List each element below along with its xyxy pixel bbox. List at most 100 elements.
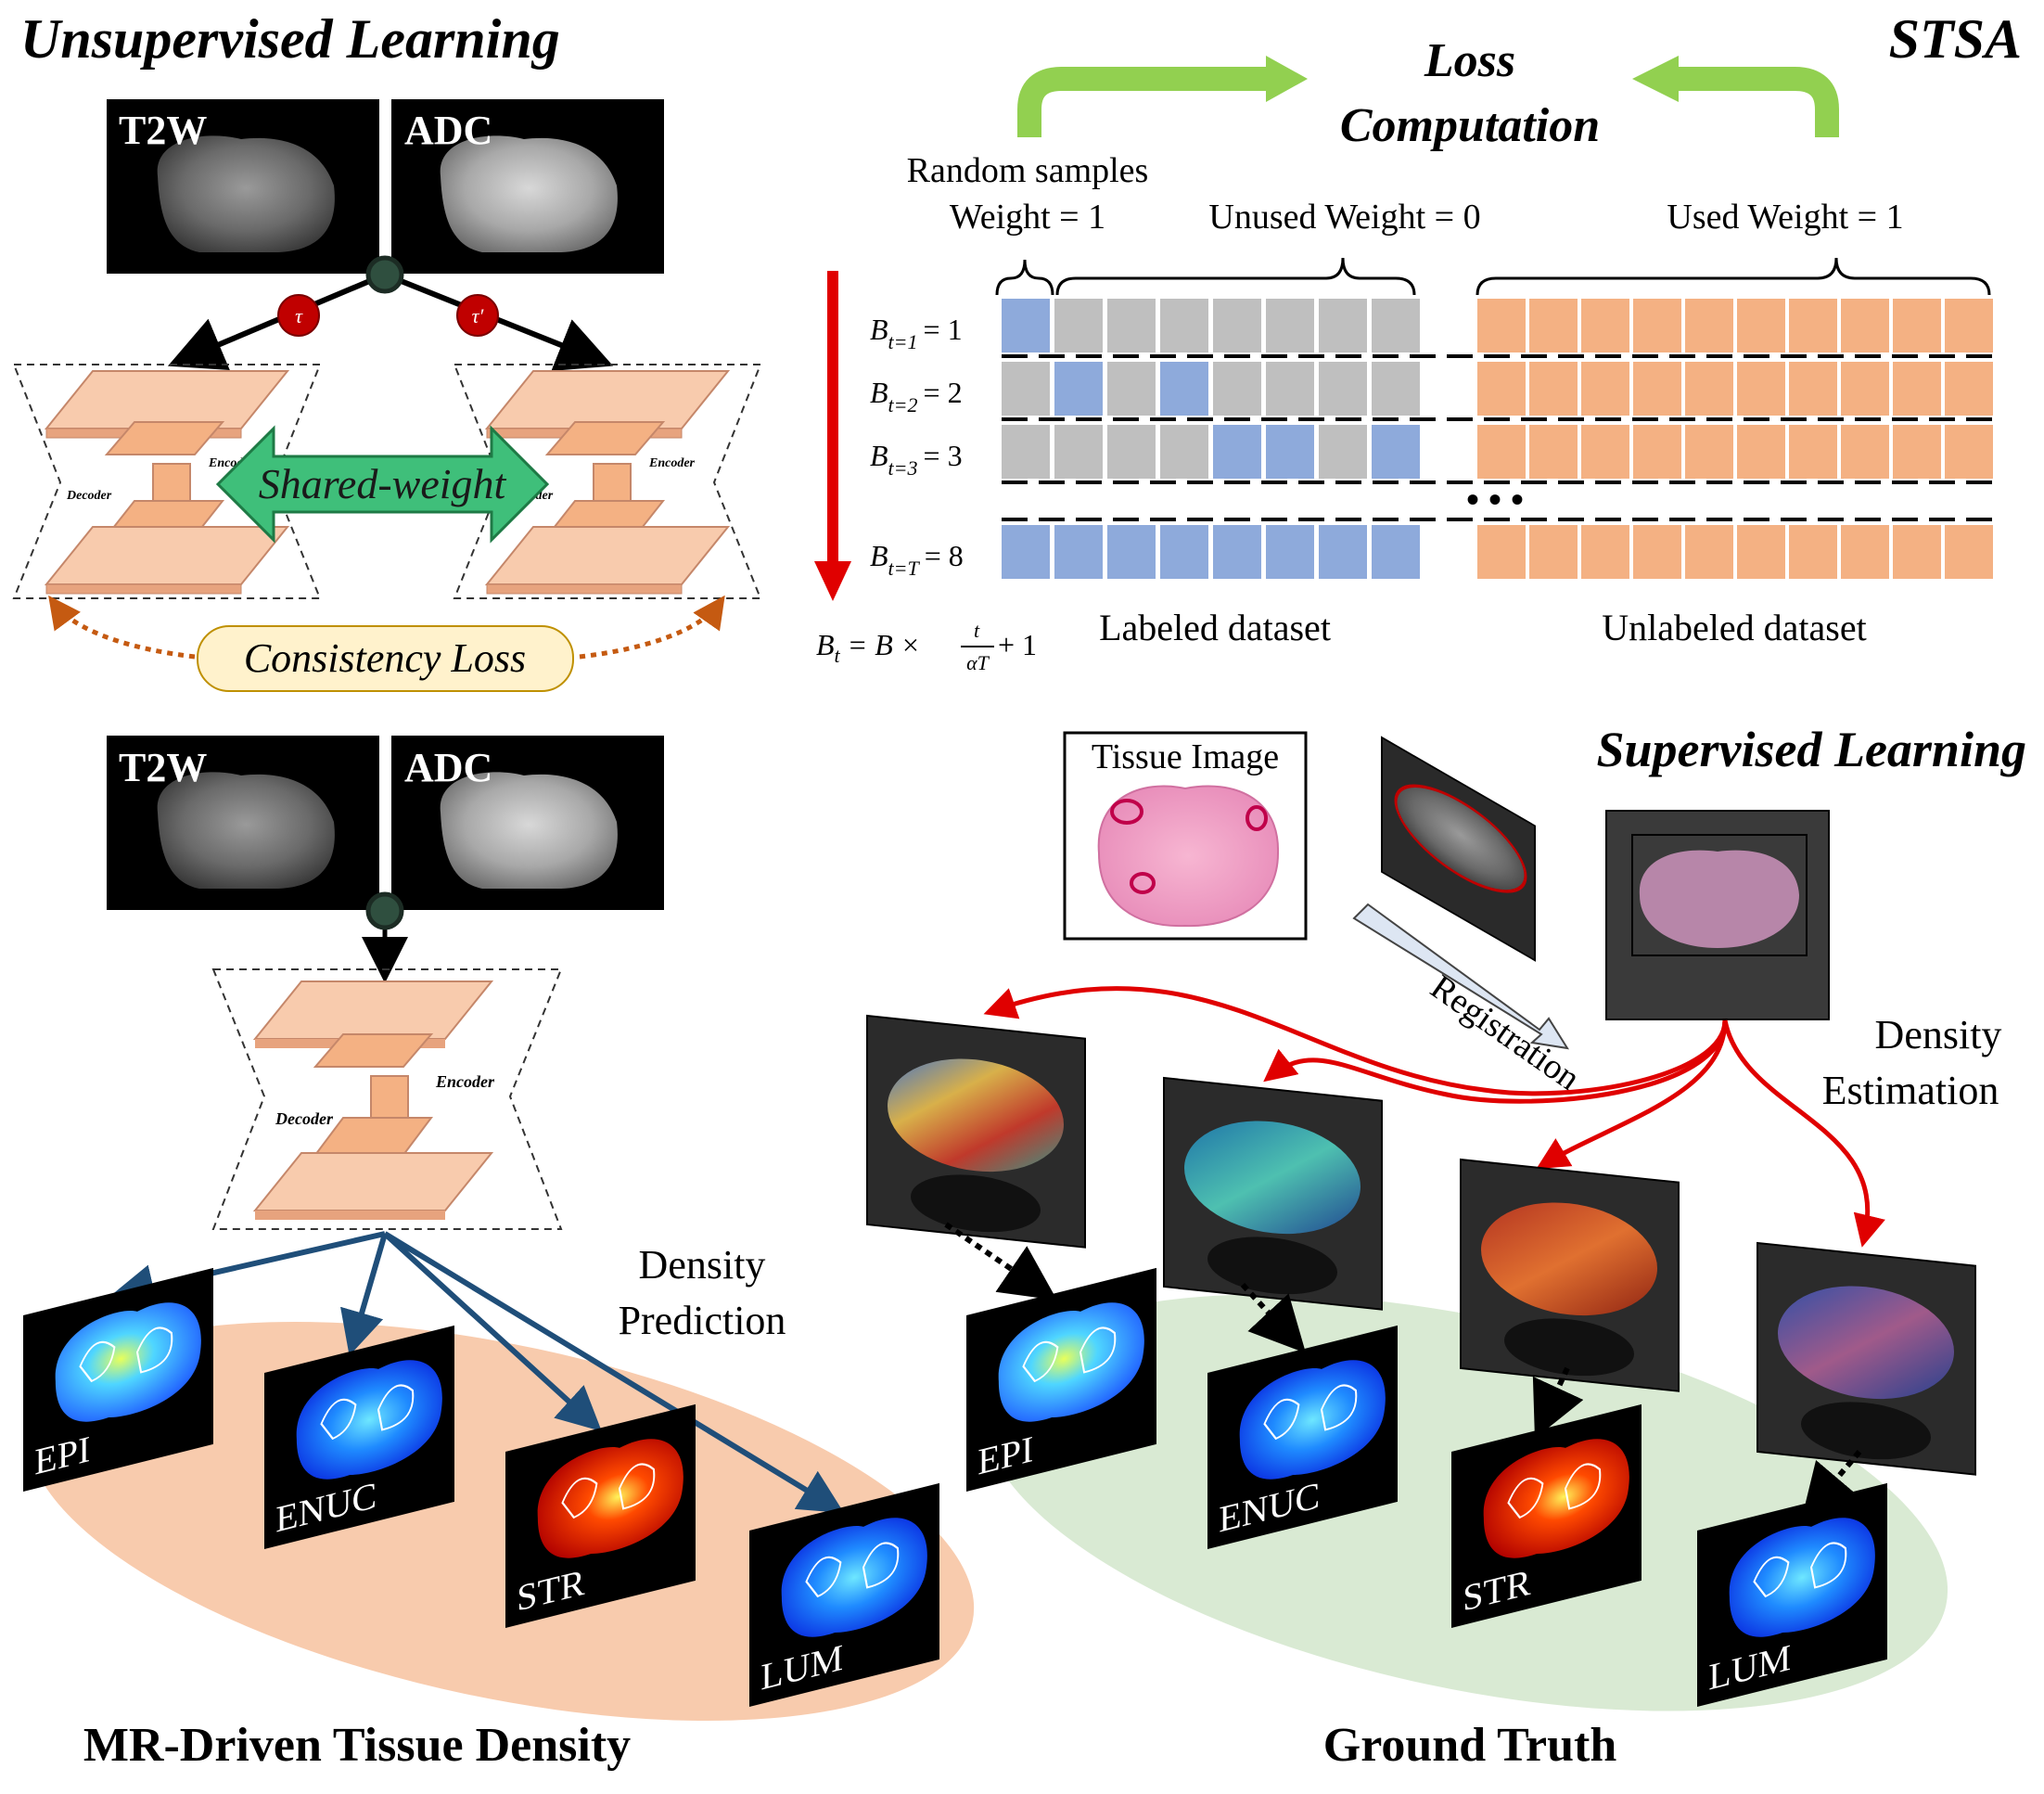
zone-outline [1022,1326,1117,1383]
unlabeled-cell [1789,425,1837,479]
consistency-arrow-right [579,595,725,660]
encoder-label: Encoder [648,456,696,470]
density-prediction-line1: Density [639,1242,766,1288]
unlabeled-cell [1841,362,1889,416]
unlabeled-cell [1633,362,1681,416]
density-region [1483,1439,1629,1558]
unlabeled-cell [1893,525,1941,579]
labeled-cell [1372,362,1420,416]
labeled-cell [1107,525,1156,579]
labeled-cell [1002,362,1050,416]
labeled-cell [1319,425,1367,479]
labeled-cell [1266,525,1314,579]
unet-right: Encoder Decoder [453,364,762,599]
mr-driven-caption: MR-Driven Tissue Density [83,1719,631,1772]
formula-text: Bt = B × [816,628,920,667]
unlabeled-cell [1945,299,1993,352]
density-estimation-line2: Estimation [1822,1068,1999,1113]
labeled-cell [1160,299,1208,352]
unlabeled-cell [1581,525,1629,579]
labeled-cell [1107,425,1156,479]
unlabeled-cell [1529,425,1578,479]
density-region [1239,1360,1386,1480]
density-region [537,1439,683,1558]
labeled-cell [1054,299,1103,352]
prostate-shape [157,135,335,252]
ellipsis: • • • [1466,479,1524,520]
density-region [1729,1518,1875,1637]
unlabeled-cell [1737,425,1785,479]
labeled-cell [1372,425,1420,479]
consistency-loss-box [197,625,574,692]
unlabeled-cell [1685,299,1733,352]
unlabeled-cell [1581,362,1629,416]
brace-unused [1055,257,1416,296]
augmentation-node-right [456,294,499,337]
zone-outline [805,1542,900,1598]
labeled-cell [1266,299,1314,352]
labeled-cell [1160,525,1208,579]
unlabeled-cell [1685,525,1733,579]
labeled-cell [1213,299,1261,352]
estimation-arrow-3 [1536,1019,1728,1170]
density-map: STR [505,1403,696,1628]
unlabeled-cell [1945,425,1993,479]
decoder-label: Decoder [275,1109,334,1128]
unlabeled-cell [1477,525,1526,579]
registered-mri [1381,736,1536,962]
random-samples-line2: Weight = 1 [950,198,1105,237]
unlabeled-cell [1477,362,1526,416]
unused-weight-label: Unused Weight = 0 [1208,198,1480,237]
unlabeled-cell [1581,425,1629,479]
unlabeled-cell [1893,362,1941,416]
zone-outline [1507,1463,1602,1519]
labeled-cell [1002,425,1050,479]
decoder-label: Decoder [66,489,112,503]
row-label: Bt=T= 8 [870,539,964,580]
density-map: LUM [1697,1482,1887,1707]
tau-label: τ [295,304,303,327]
unlabeled-cell [1737,525,1785,579]
labeled-cell [1213,525,1261,579]
stsa-title: STSA [1889,8,2022,70]
used-weight-label: Used Weight = 1 [1667,198,1903,237]
labeled-dataset-label: Labeled dataset [1099,607,1331,648]
unlabeled-cell [1529,299,1578,352]
density-region [781,1518,927,1637]
zone-outline [79,1326,173,1383]
encoder-label: Encoder [435,1072,495,1091]
unlabeled-cell [1789,299,1837,352]
registration-label: Registration [1424,967,1587,1098]
loss-line2: Computation [1340,99,1600,152]
labeled-cell [1160,425,1208,479]
prediction-arrow-enuc [340,1233,388,1356]
registered-overlay [1605,810,1830,1020]
unlabeled-cell [1893,425,1941,479]
prostate-shape [440,135,618,252]
loss-line1: Loss [1424,34,1515,87]
overlay-mri-panels [866,1014,1976,1521]
zone-outline [561,1463,656,1519]
junction-node [365,255,404,294]
density-map: EPI [966,1267,1156,1492]
labeled-cell [1107,362,1156,416]
unsupervised-title: Unsupervised Learning [20,8,560,70]
labeled-cell [1213,425,1261,479]
density-map: STR [1451,1403,1642,1628]
row-label: Bt=3= 3 [870,439,963,480]
estimation-arrow-4 [1722,1019,1885,1248]
zone-outline [1753,1542,1847,1598]
unlabeled-cell [1945,525,1993,579]
unlabeled-cell [1737,362,1785,416]
row-labels: Bt=1= 1 Bt=2= 2 Bt=3= 3 Bt=T= 8 [870,313,964,580]
prediction-arrow-lum [383,1231,845,1514]
labeled-cell [1160,362,1208,416]
density-region [55,1302,201,1422]
unlabeled-cell [1633,525,1681,579]
labeled-cell [1107,299,1156,352]
mri-input-pair-bottom: T2W ADC [107,736,664,910]
unlabeled-cell [1477,425,1526,479]
tissue-image-panel: Tissue Image [1063,731,1308,941]
unlabeled-cell [1529,525,1578,579]
